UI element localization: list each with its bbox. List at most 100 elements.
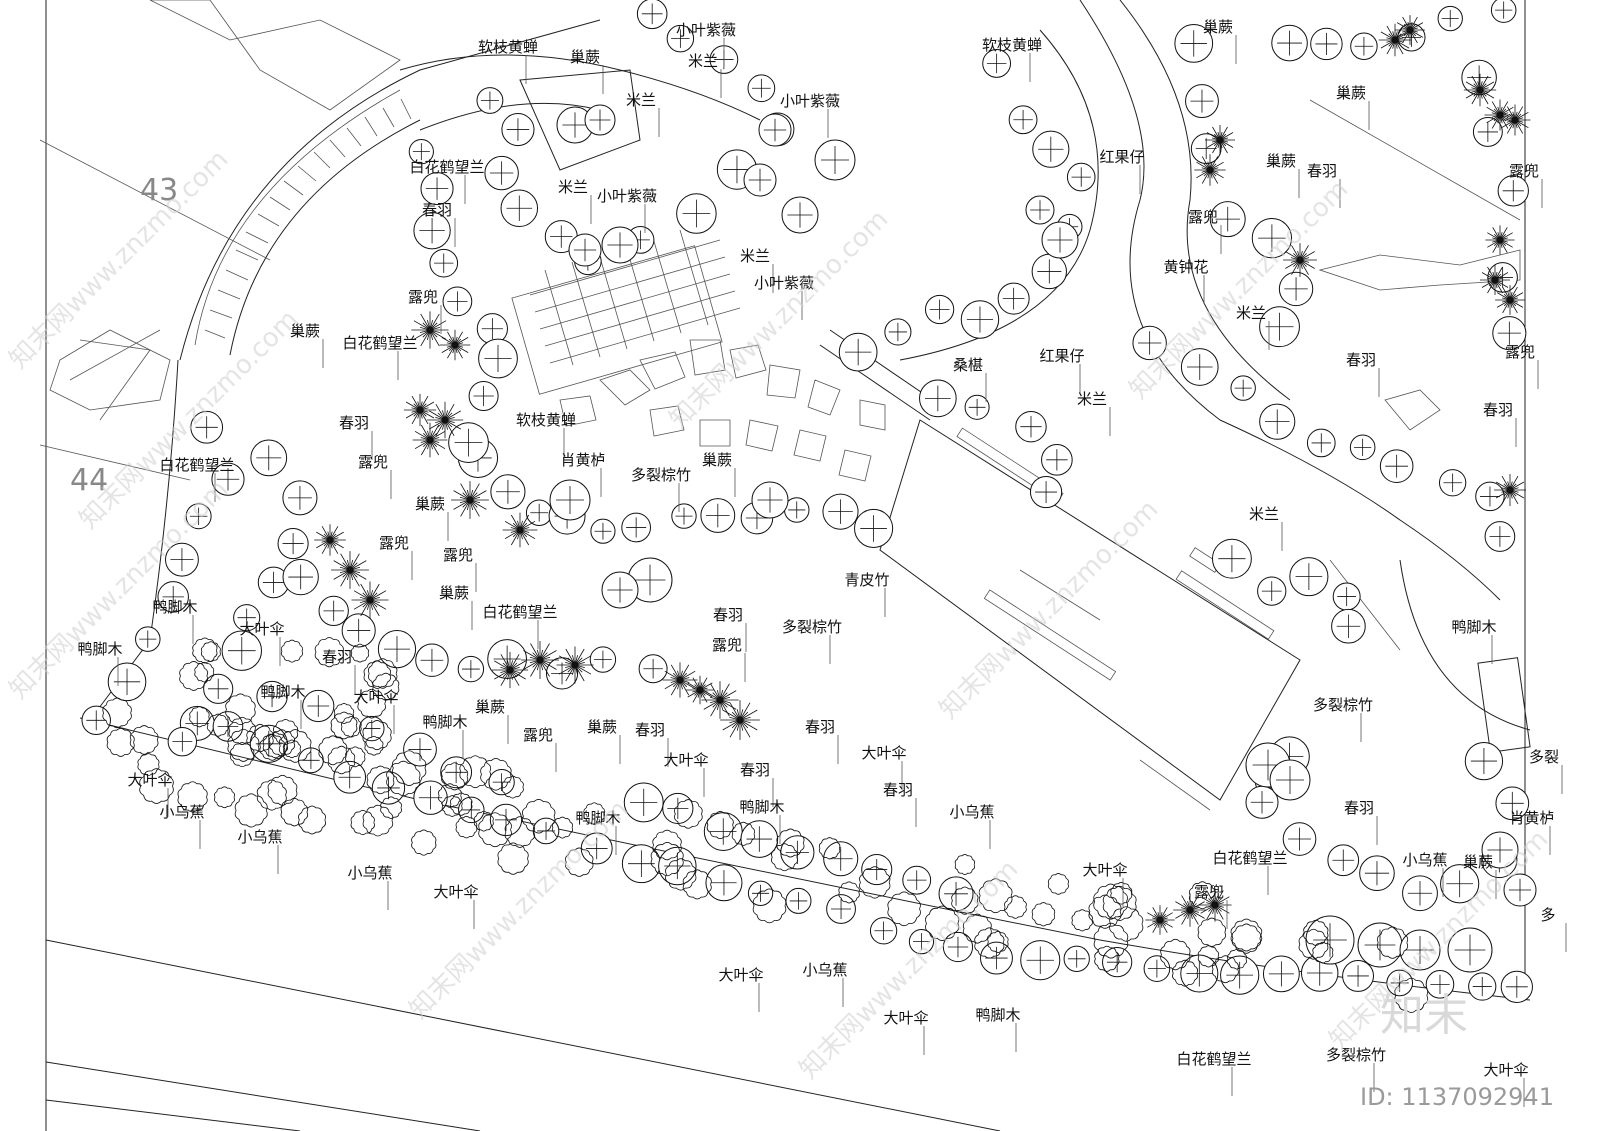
shrub-symbol: [951, 886, 979, 915]
tree-symbol: [282, 480, 318, 516]
tree-symbol: [700, 498, 736, 533]
tree-symbol: [442, 286, 473, 317]
shrub-symbol: [752, 888, 787, 924]
plant-label: 露兜: [379, 534, 409, 552]
tree-symbol: [1438, 469, 1467, 497]
shrub-symbol: [731, 821, 756, 846]
tree-symbol: [1305, 915, 1355, 965]
palm-symbol: [491, 651, 529, 689]
tree-symbol: [165, 542, 199, 577]
shrub-symbol: [455, 815, 478, 839]
shrub-symbol: [256, 779, 287, 811]
plant-label: 多裂棕竹: [1326, 1046, 1386, 1064]
plant-label: 软枝黄蝉: [478, 38, 538, 56]
tree-symbol: [1306, 428, 1336, 458]
tree-symbol: [589, 646, 617, 673]
shrub-symbol: [1093, 883, 1128, 920]
shrub-symbol: [280, 639, 304, 663]
plant-label: 巢蕨: [1203, 18, 1233, 36]
shrub-symbol: [954, 854, 976, 875]
tree-symbol: [1180, 954, 1219, 993]
tree-symbol: [658, 846, 697, 886]
shrub-symbol: [386, 760, 421, 797]
shrub-symbol: [189, 706, 210, 728]
plant-label: 小乌蕉: [237, 828, 282, 846]
tree-symbol: [250, 439, 288, 477]
shrub-symbol: [362, 720, 392, 751]
plant-label: 露兜: [1194, 883, 1224, 901]
shrub-symbol: [441, 795, 463, 817]
tree-symbol: [1282, 822, 1317, 856]
plant-label: 鸭脚木: [77, 640, 122, 658]
shrub-symbol: [350, 643, 370, 663]
tree-symbol: [1271, 24, 1308, 62]
palm-symbol: [662, 662, 698, 698]
palm-symbol: [1463, 73, 1497, 107]
plant-label: 白花鹤望兰: [482, 603, 557, 621]
plant-label: 春羽: [805, 718, 835, 736]
tree-symbol: [408, 139, 434, 165]
tree-symbol: [1472, 116, 1503, 147]
tree-symbol: [318, 595, 349, 627]
tree-symbol: [1180, 348, 1219, 386]
tree-symbol: [1492, 316, 1527, 351]
plant-label: 春羽: [339, 414, 369, 432]
shrub-symbol: [652, 829, 682, 861]
shrub-symbol: [357, 688, 386, 719]
site-linework: [39, 0, 1531, 1131]
tree-symbol: [429, 248, 459, 278]
plant-label: 青皮竹: [844, 571, 889, 589]
tree-symbol: [747, 74, 776, 103]
shrub-symbol: [129, 725, 159, 755]
palm-symbol: [1173, 893, 1207, 927]
plant-label: 小乌蕉: [1402, 851, 1447, 869]
shrub-symbol: [225, 693, 256, 725]
plant-label: 春羽: [713, 606, 743, 624]
palm-symbol: [1494, 474, 1526, 506]
tree-symbol: [758, 113, 792, 147]
plant-label: 米兰: [626, 91, 656, 109]
brand-watermark: 知末: [1380, 990, 1468, 1041]
tree-symbol: [1063, 945, 1090, 972]
shrub-symbol: [1197, 945, 1220, 968]
tree-symbol: [476, 87, 504, 114]
shrub-symbol: [364, 735, 384, 756]
tree-symbol: [440, 756, 473, 789]
tree-symbol: [884, 318, 912, 346]
tree-symbol: [1500, 970, 1533, 1003]
shrub-symbol: [214, 786, 235, 809]
shrub-symbol: [1094, 945, 1120, 972]
tree-symbol: [1481, 831, 1519, 869]
shrub-symbol: [179, 661, 209, 691]
plant-label: 巢蕨: [587, 718, 617, 736]
shrub-symbol: [771, 843, 798, 872]
tree-symbol: [1440, 864, 1480, 904]
tree-symbol: [621, 512, 652, 543]
tree-symbol: [942, 931, 974, 963]
shrub-symbol: [480, 758, 512, 791]
tree-symbol: [1025, 195, 1055, 225]
tree-symbol: [81, 705, 111, 736]
tree-symbol: [747, 880, 774, 906]
tree-symbol: [1310, 27, 1343, 61]
plant-label: 多裂棕竹: [782, 618, 842, 636]
tree-symbol: [908, 929, 935, 955]
plant-label: 露兜: [712, 636, 742, 654]
plant-label: 巢蕨: [415, 495, 445, 513]
tree-symbol: [341, 613, 376, 648]
tree-symbol: [490, 474, 526, 510]
plant-label: 露兜: [1505, 343, 1535, 361]
plant-label: 春羽: [740, 761, 770, 779]
tree-symbol: [822, 493, 859, 530]
plant-label: 巢蕨: [1336, 84, 1366, 102]
shrub-symbol: [504, 816, 536, 848]
tree-symbol: [1484, 521, 1516, 552]
tree-symbol: [167, 726, 198, 757]
plant-label: 春羽: [422, 201, 452, 219]
plant-label: 大叶伞: [718, 966, 763, 984]
plant-label: 巢蕨: [570, 48, 600, 66]
tree-symbol: [1066, 162, 1096, 192]
tree-symbol: [1015, 410, 1047, 443]
shrub-symbol: [282, 739, 301, 759]
shrub-symbol: [887, 891, 921, 927]
